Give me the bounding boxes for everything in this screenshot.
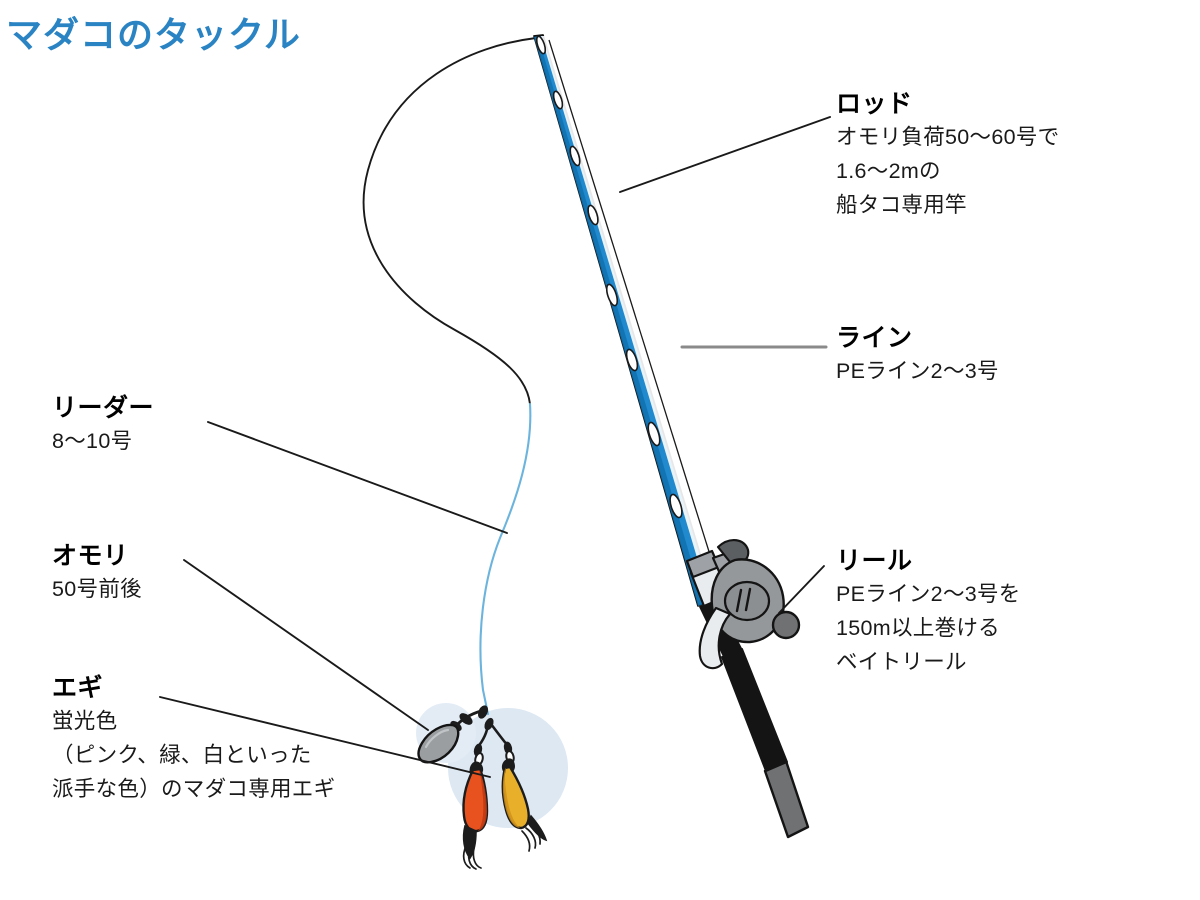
rod-guide-rail	[548, 39, 727, 607]
callout-omori-head: オモリ	[52, 542, 129, 570]
egi-orange-body	[462, 767, 489, 833]
reel-spool-slots	[735, 587, 752, 613]
callout-reel-line-2: 150m以上巻ける	[836, 615, 1000, 640]
egi-yellow-tail	[527, 814, 548, 842]
rod-guides	[535, 35, 683, 519]
fishing-rod	[533, 34, 810, 839]
callout-egi: エギ 蛍光色 （ピンク、緑、白といった 派手な色）のマダコ専用エギ	[52, 672, 335, 807]
callout-reel-line-3: ベイトリール	[836, 649, 967, 674]
egi-lure-yellow	[501, 741, 548, 852]
pointer-egi	[159, 696, 491, 778]
rod-end-cap	[763, 759, 810, 839]
rod-rear-grip	[721, 648, 788, 772]
callout-omori-body: 50号前後	[52, 573, 142, 607]
callout-rod: ロッド オモリ負荷50〜60号で 1.6〜2mの 船タコ専用竿	[836, 88, 1059, 223]
egi-orange-hooks	[462, 845, 482, 870]
callout-line-body: PEライン2〜3号	[836, 355, 999, 389]
callout-egi-head: エギ	[52, 674, 104, 702]
egi-lure-orange	[462, 743, 489, 870]
callout-omori: オモリ 50号前後	[52, 540, 142, 607]
fluorocarbon-leader	[479, 402, 532, 716]
baitcasting-reel	[685, 539, 801, 670]
callout-leader-head: リーダー	[52, 394, 155, 422]
pointer-rod	[619, 116, 831, 193]
pe-main-line	[362, 37, 537, 405]
callout-line-head: ライン	[836, 324, 913, 352]
rod-blank-shade	[534, 36, 704, 606]
callout-leader-body: 8〜10号	[52, 425, 154, 459]
reel-clutch-arm	[698, 606, 732, 670]
callout-leader: リーダー 8〜10号	[52, 392, 154, 459]
callout-reel-line-1: PEライン2〜3号を	[836, 582, 1021, 606]
pointer-reel	[778, 565, 825, 614]
egi-orange-belly	[478, 770, 487, 831]
callout-egi-line-1: 蛍光色	[52, 709, 118, 733]
callout-pointers	[159, 116, 831, 778]
callout-reel: リール PEライン2〜3号を 150m以上巻ける ベイトリール	[836, 545, 1021, 680]
pointer-leader	[207, 421, 508, 534]
pointer-omori	[183, 559, 429, 731]
callout-egi-line-3: 派手な色）のマダコ専用エギ	[52, 776, 336, 801]
lead-sinker-highlight	[424, 728, 450, 749]
callout-egi-line-2: （ピンク、緑、白といった	[52, 742, 312, 767]
egi-yellow-belly	[502, 768, 520, 828]
callout-rod-head: ロッド	[836, 90, 913, 118]
callout-line-line-1: PEライン2〜3号	[836, 359, 999, 383]
callout-rod-line-1: オモリ負荷50〜60号で	[836, 125, 1060, 149]
rod-blank-highlight	[541, 36, 716, 601]
egi-yellow-hooks	[521, 823, 541, 852]
page-title: マダコのタックル	[6, 14, 301, 55]
callout-egi-body: 蛍光色 （ピンク、緑、白といった 派手な色）のマダコ専用エギ	[52, 705, 335, 807]
callout-rod-line-2: 1.6〜2mの	[836, 158, 941, 183]
reel-handle-knob	[771, 610, 801, 640]
callout-reel-head: リール	[836, 547, 913, 575]
callout-leader-line-1: 8〜10号	[52, 429, 133, 453]
callout-rod-line-3: 船タコ専用竿	[836, 192, 967, 217]
callout-rod-body: オモリ負荷50〜60号で 1.6〜2mの 船タコ専用竿	[836, 121, 1059, 223]
callout-reel-body: PEライン2〜3号を 150m以上巻ける ベイトリール	[836, 578, 1021, 680]
callout-omori-line-1: 50号前後	[52, 577, 142, 601]
callout-line: ライン PEライン2〜3号	[836, 322, 999, 389]
terminal-tackle	[417, 705, 548, 870]
